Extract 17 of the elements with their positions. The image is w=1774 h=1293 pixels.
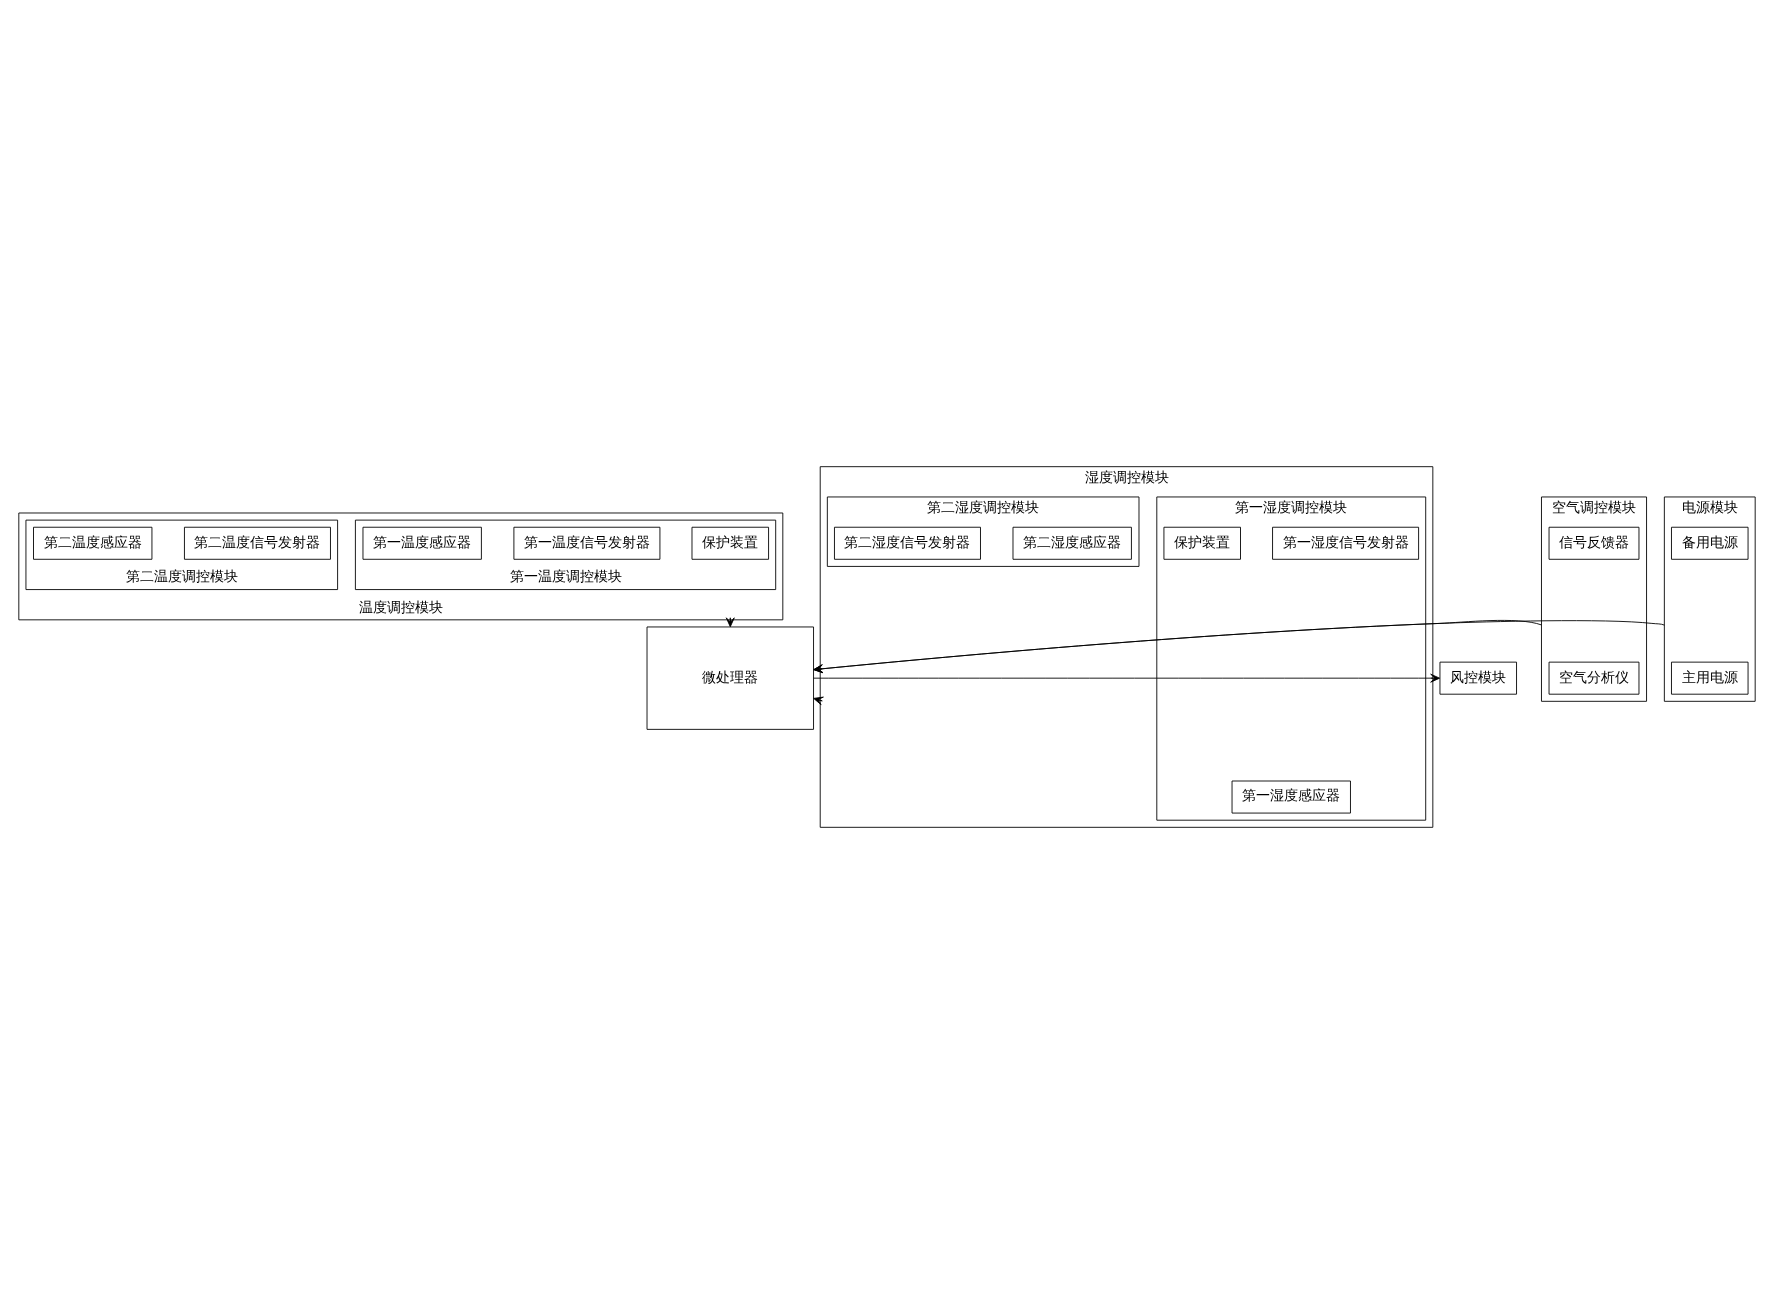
- node-box: 信号反馈器: [1548, 526, 1640, 560]
- node-box: 第二温度信号发射器: [184, 526, 331, 560]
- node-box: 主用电源: [1671, 661, 1749, 695]
- node-box: 保护装置: [691, 526, 769, 560]
- arrow: [813, 673, 1441, 683]
- node-box: 第一湿度信号发射器: [1272, 526, 1420, 560]
- node-box: 第一湿度感应器: [1231, 780, 1351, 813]
- node-box: 空气分析仪: [1548, 661, 1640, 695]
- node-box: 第二湿度感应器: [1012, 526, 1132, 560]
- node-box: 第一温度信号发射器: [513, 526, 661, 560]
- node-box: 第一温度感应器: [362, 526, 482, 560]
- node-box: 保护装置: [1163, 526, 1241, 560]
- node-box: 微处理器: [646, 626, 814, 730]
- node-box: 风控模块: [1439, 661, 1517, 695]
- node-box: 第二湿度信号发射器: [834, 526, 981, 560]
- node-box: 第二温度感应器: [33, 526, 153, 560]
- node-box: 备用电源: [1671, 526, 1749, 560]
